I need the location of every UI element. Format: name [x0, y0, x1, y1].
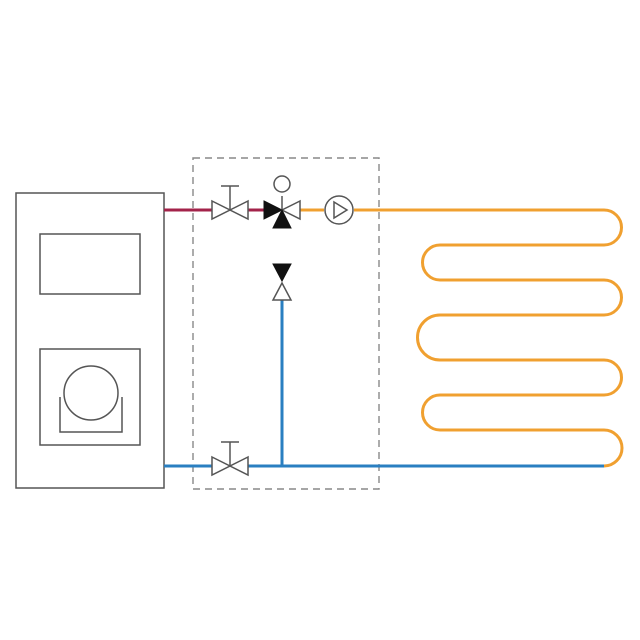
boiler [15, 192, 165, 489]
underfloor-loop [298, 208, 624, 468]
check-valve-icon [271, 263, 293, 301]
return-shutoff-valve-icon [211, 441, 249, 477]
supply-shutoff-valve-icon [211, 185, 249, 221]
control-panel [39, 233, 141, 295]
serpentine-heating-loop-icon [354, 208, 624, 468]
circulation-pump-icon [324, 195, 354, 225]
return-pipe [164, 300, 604, 468]
mixing-valve-icon [263, 175, 301, 229]
mixing-module-boundary [192, 157, 380, 490]
burner-drum-icon [59, 365, 123, 433]
mixing-actuator-icon [273, 175, 291, 193]
